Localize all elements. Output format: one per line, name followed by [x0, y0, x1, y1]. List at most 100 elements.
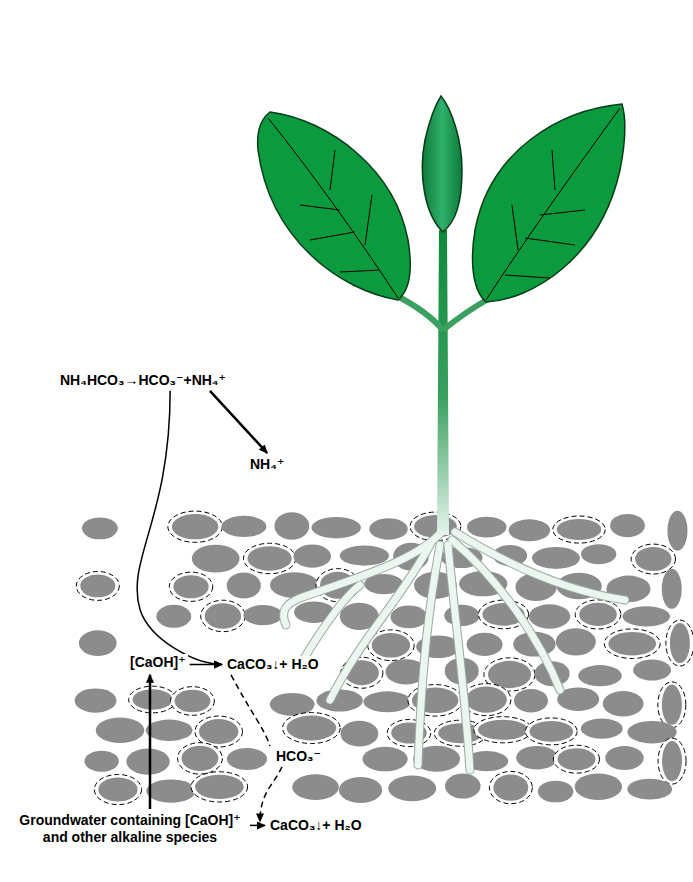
- soil-particle: [316, 689, 363, 711]
- water-film: [666, 620, 693, 666]
- soil-particle: [173, 575, 208, 598]
- soil-particle: [627, 779, 672, 800]
- soil-particle: [538, 781, 574, 803]
- soil-particle: [126, 748, 169, 774]
- soil-particle: [340, 546, 389, 566]
- water-film: [631, 544, 675, 574]
- soil-particle: [662, 741, 682, 781]
- soil-particle: [529, 604, 570, 628]
- soil-particle: [340, 721, 378, 747]
- ammonium-ion: NH₄⁺: [248, 456, 286, 473]
- soil-particle: [146, 779, 195, 802]
- soil-particle: [175, 690, 211, 713]
- soil-particle: [662, 569, 682, 609]
- plant-shoot: [258, 96, 625, 535]
- water-film: [658, 682, 686, 728]
- soil-particle: [635, 547, 671, 571]
- reaction-arrow: [248, 825, 265, 827]
- soil-particle: [667, 511, 687, 551]
- soil-particle: [270, 693, 315, 716]
- precipitate-product: CaCO₃↓+ H₂O: [268, 817, 364, 834]
- soil-particle: [287, 716, 337, 741]
- reaction-arrow: [210, 391, 267, 453]
- reaction-arrow: [149, 675, 152, 809]
- reaction-arrow: [137, 391, 222, 665]
- bicarbonate-ion: HCO₃⁻: [274, 748, 323, 765]
- soil-particle: [532, 547, 580, 569]
- soil-particle: [79, 630, 117, 656]
- soil-particle: [146, 720, 193, 741]
- soil-particle: [467, 633, 503, 656]
- soil-particle: [172, 514, 219, 539]
- soil-particle: [633, 660, 671, 681]
- soil-particle: [227, 572, 261, 598]
- water-film: [553, 745, 599, 773]
- soil-particle: [243, 605, 282, 625]
- soil-particle: [478, 720, 528, 740]
- soil-particle: [98, 777, 137, 801]
- soil-particle: [192, 545, 240, 573]
- soil-particle: [466, 687, 507, 713]
- soil-particle: [608, 632, 656, 656]
- water-film: [169, 572, 212, 601]
- water-film: [168, 511, 223, 542]
- soil-particle: [96, 718, 144, 744]
- water-film: [575, 600, 621, 629]
- soil-particle: [622, 606, 670, 626]
- water-film: [76, 572, 119, 601]
- soil-particle: [247, 546, 291, 570]
- soil-particle: [82, 517, 118, 539]
- water-film: [171, 687, 215, 716]
- soil-particle: [579, 603, 617, 626]
- soil-particle: [195, 775, 244, 799]
- soil-particle: [85, 751, 119, 772]
- soil-particle: [444, 605, 479, 626]
- soil-particle: [514, 689, 548, 713]
- soil-particle: [556, 628, 596, 655]
- soil-particle: [670, 623, 690, 663]
- soil-particle: [445, 773, 481, 798]
- soil-particle: [578, 665, 622, 686]
- calcium-hydroxide-ion: [CaOH]⁺: [128, 654, 188, 671]
- reaction-arrow: [260, 767, 282, 822]
- reaction-arrow: [231, 675, 270, 746]
- soil-particle: [388, 775, 436, 801]
- soil-particle: [529, 721, 573, 742]
- plant-roots: [284, 530, 625, 770]
- soil-particle: [391, 606, 428, 629]
- soil-particle: [312, 517, 361, 539]
- reaction-equation: NH₄HCO₃→HCO₃⁻+NH₄⁺: [58, 372, 228, 389]
- soil-particle: [294, 545, 331, 568]
- soil-particle: [610, 514, 645, 537]
- water-film: [191, 772, 248, 802]
- soil-particle: [80, 575, 115, 598]
- soil-particle: [274, 512, 309, 540]
- water-film: [283, 713, 341, 744]
- soil-particle: [292, 774, 339, 800]
- water-film: [201, 600, 245, 631]
- water-film: [178, 743, 223, 774]
- soil-particle: [75, 688, 117, 712]
- water-film: [553, 516, 605, 543]
- soil-particle: [603, 691, 644, 717]
- soil-particle: [557, 748, 595, 770]
- water-film: [525, 718, 577, 745]
- soil-particle: [605, 746, 643, 770]
- soil-particle: [516, 746, 558, 770]
- soil-particle: [199, 719, 239, 744]
- soil-particles: [75, 511, 693, 805]
- soil-particle: [662, 685, 682, 725]
- water-film: [129, 686, 177, 713]
- water-film: [474, 717, 532, 743]
- soil-particle: [509, 519, 551, 541]
- soil-particle: [581, 718, 623, 738]
- water-film: [94, 774, 141, 804]
- precipitate-product: CaCO₃↓+ H₂O: [225, 656, 321, 673]
- water-film: [604, 629, 660, 659]
- soil-particle: [467, 517, 507, 538]
- water-film: [489, 771, 532, 803]
- soil-particle: [575, 773, 623, 799]
- soil-particle: [133, 689, 173, 710]
- soil-particle: [227, 748, 267, 770]
